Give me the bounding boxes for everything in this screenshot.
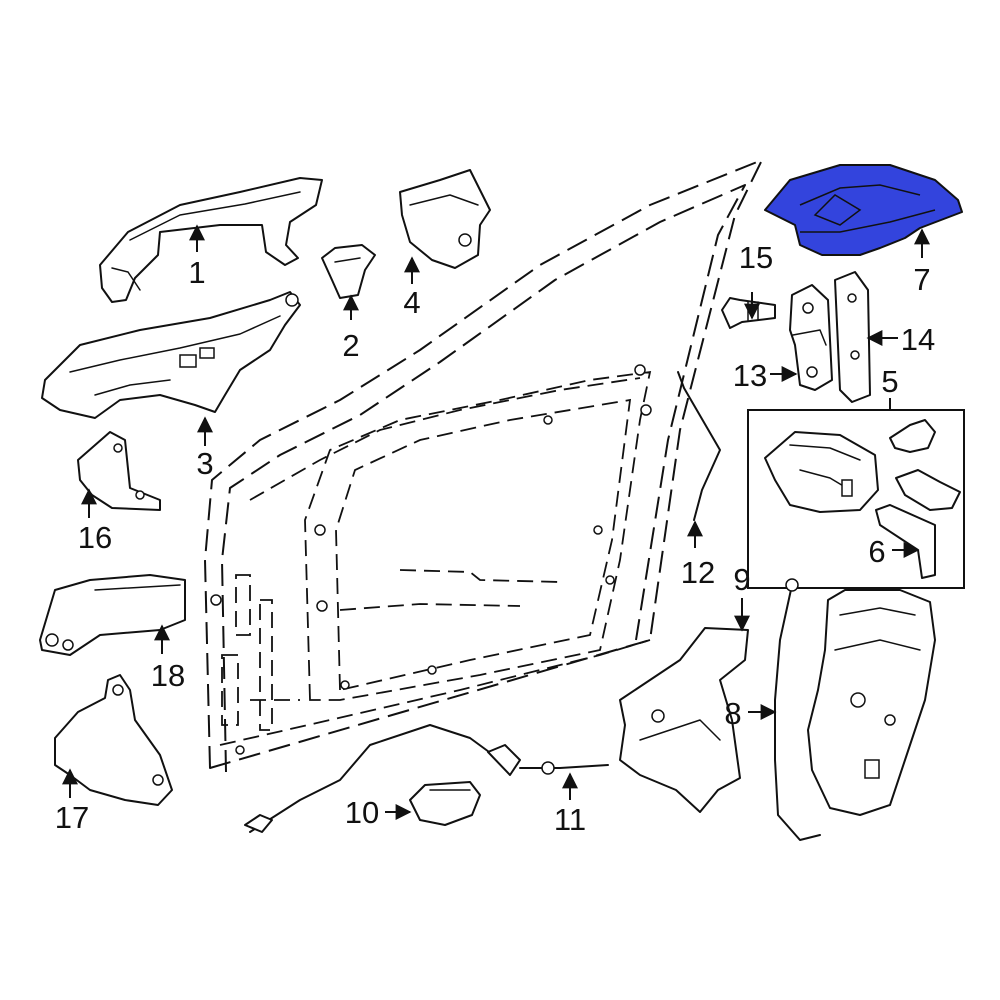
latch-shield[interactable] — [619, 627, 749, 813]
callout-5: 5 — [881, 364, 898, 399]
handle-carrier[interactable] — [41, 291, 301, 419]
outside-door-handle[interactable] — [99, 177, 323, 303]
door-lock-cover-highlighted[interactable] — [764, 164, 963, 256]
lock-motor[interactable] — [409, 781, 481, 826]
callout-17: 17 — [55, 800, 89, 835]
callout-8: 8 — [724, 696, 741, 731]
callout-15: 15 — [739, 240, 773, 275]
striker-bolt[interactable] — [721, 297, 776, 329]
callout-11: 11 — [554, 802, 586, 837]
check-bracket-small[interactable] — [77, 431, 161, 511]
callout-1: 1 — [188, 255, 205, 290]
callout-9: 9 — [733, 562, 750, 597]
door-striker[interactable] — [789, 284, 833, 391]
callout-13: 13 — [733, 358, 767, 393]
inside-release-cable[interactable] — [244, 724, 609, 833]
lock-rod[interactable] — [677, 371, 721, 521]
lock-cylinder-kit[interactable] — [747, 409, 965, 589]
callout-numbers: 1 2 3 4 5 6 7 8 9 10 11 12 13 14 15 16 1… — [55, 240, 935, 837]
callout-7: 7 — [913, 262, 930, 297]
door-latch-assembly[interactable] — [807, 589, 936, 816]
door-check[interactable] — [39, 574, 186, 656]
handle-bracket[interactable] — [321, 244, 376, 299]
callout-10: 10 — [345, 795, 379, 830]
latch-release-cable[interactable] — [774, 578, 821, 841]
callout-14: 14 — [901, 322, 935, 357]
striker-shim[interactable] — [834, 271, 871, 403]
callout-16: 16 — [78, 520, 112, 555]
callout-3: 3 — [196, 446, 213, 481]
door-hinge[interactable] — [54, 674, 173, 806]
callout-12: 12 — [681, 555, 715, 590]
callout-6: 6 — [868, 534, 885, 569]
callout-4: 4 — [403, 285, 420, 320]
callout-2: 2 — [342, 328, 359, 363]
callout-18: 18 — [151, 658, 185, 693]
lock-actuator[interactable] — [399, 169, 491, 269]
door-frame-outline — [204, 159, 763, 773]
callout-leaders — [62, 224, 930, 820]
